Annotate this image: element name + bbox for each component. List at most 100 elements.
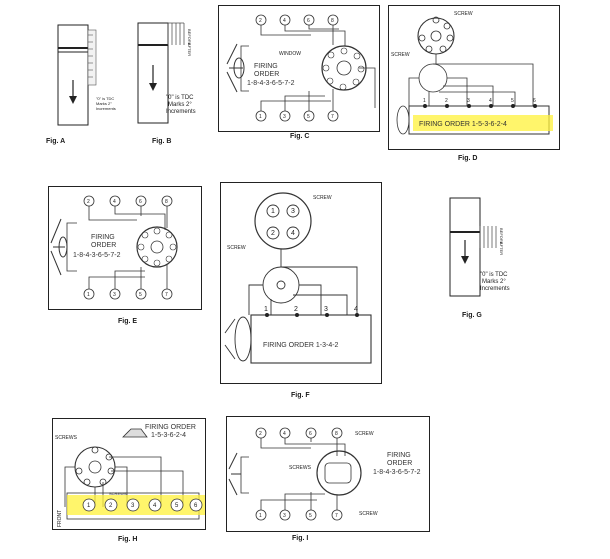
six-cylinder-wiring-diagram-h: SCREWS SCREWS FIRING ORDER 1-5-3-6-2-4 F… — [55, 424, 200, 527]
svg-text:2: 2 — [109, 503, 113, 509]
figure-c-caption: Fig. C — [290, 133, 310, 140]
pulley-diagram-a — [57, 24, 97, 126]
svg-text:3: 3 — [113, 292, 116, 298]
svg-text:1: 1 — [271, 208, 275, 215]
six-cylinder-wiring-diagram-d: 1 2 3 4 5 6 SCREW SCREW — [391, 11, 550, 135]
before-label: BEFORE — [187, 29, 192, 46]
figure-b: BEFORE AFTER "0" is TDC Marks 2° Increme… — [128, 15, 208, 130]
svg-text:4: 4 — [113, 199, 116, 205]
svg-text:5: 5 — [175, 503, 179, 509]
tdc-note-line2: Marks 2° — [482, 279, 506, 285]
screws-top-label: SCREWS — [55, 435, 78, 441]
svg-text:1: 1 — [264, 306, 268, 313]
before-label: BEFORE — [499, 228, 504, 245]
figure-g: BEFORE AFTER "0" is TDC Marks 2° Increme… — [440, 196, 520, 306]
screw-left-label: SCREW — [391, 52, 410, 58]
front-label: FRONT — [57, 510, 63, 527]
screws-mid-label: SCREWS — [289, 465, 312, 471]
tdc-note-line3: Increments — [480, 286, 510, 292]
svg-text:3: 3 — [467, 98, 470, 104]
svg-text:7: 7 — [335, 513, 338, 519]
svg-text:5: 5 — [511, 98, 514, 104]
svg-text:6: 6 — [139, 199, 142, 205]
svg-text:4: 4 — [283, 18, 286, 24]
figure-a-caption: Fig. A — [46, 138, 66, 145]
screw-bottom-label: SCREW — [359, 511, 378, 517]
svg-text:5: 5 — [307, 114, 310, 120]
figure-h-caption: Fig. H — [118, 536, 138, 543]
pulley-diagram-g: BEFORE AFTER "0" is TDC Marks 2° Increme… — [449, 197, 510, 297]
firing-order-text-layer: FIRING ORDER 1-5-3-6-2-4 — [419, 121, 507, 128]
firing-label-line2: 1-5-3-6-2-4 — [151, 432, 186, 439]
figure-b-caption: Fig. B — [152, 138, 172, 145]
figure-e-caption: Fig. E — [118, 318, 138, 325]
after-label: AFTER — [499, 242, 504, 255]
after-label: AFTER — [187, 43, 192, 56]
firing-label-line2: ORDER — [91, 242, 116, 249]
tdc-note-line1: "0" is TDC — [166, 95, 194, 101]
svg-text:5: 5 — [139, 292, 142, 298]
svg-text:4: 4 — [153, 503, 157, 509]
firing-order-f: FIRING ORDER 1-3-4-2 — [263, 342, 339, 349]
window-label: WINDOW — [279, 51, 301, 57]
tdc-note-line1: "0" is TDC — [480, 272, 508, 278]
svg-text:2: 2 — [259, 18, 262, 24]
svg-text:3: 3 — [291, 208, 295, 215]
screw-top-label: SCREW — [355, 431, 374, 437]
svg-text:1: 1 — [87, 292, 90, 298]
firing-label-line1: FIRING — [387, 452, 411, 459]
svg-text:4: 4 — [291, 230, 295, 237]
svg-text:6: 6 — [194, 503, 198, 509]
firing-order-d: FIRING ORDER 1-5-3-6-2-4 — [419, 121, 507, 128]
tdc-note-line2: Marks 2° — [168, 102, 192, 108]
firing-label-line1: FIRING — [254, 63, 278, 70]
figure-i-caption: Fig. I — [292, 535, 309, 542]
svg-text:6: 6 — [533, 98, 536, 104]
svg-text:1: 1 — [259, 114, 262, 120]
figure-c: 2 4 6 8 1 3 5 7 WINDOW FIRING ORDER 1-8-4-3-6-… — [218, 5, 380, 132]
svg-text:2: 2 — [445, 98, 448, 104]
figure-a — [40, 20, 120, 130]
pulley-diagram-b: BEFORE AFTER "0" is TDC Marks 2° Increme… — [137, 22, 196, 124]
svg-text:4: 4 — [489, 98, 492, 104]
svg-text:3: 3 — [283, 513, 286, 519]
svg-text:3: 3 — [283, 114, 286, 120]
firing-order-highlight — [413, 115, 553, 131]
firing-label-line2: ORDER — [387, 460, 412, 467]
svg-text:1: 1 — [87, 503, 91, 509]
firing-label-line2: ORDER — [254, 71, 279, 78]
figure-a-note: "0" is TDC Marks 2° Increments — [96, 96, 116, 111]
firing-order-c: 1-8-4-3-6-5-7-2 — [247, 80, 295, 87]
svg-text:7: 7 — [331, 114, 334, 120]
screw-top-label: SCREW — [313, 195, 332, 201]
firing-label-line1: FIRING ORDER — [145, 424, 196, 431]
svg-text:4: 4 — [283, 431, 286, 437]
screws-low-label: SCREWS — [109, 491, 127, 496]
svg-text:7: 7 — [165, 292, 168, 298]
svg-text:8: 8 — [331, 18, 334, 24]
tdc-note-line3: Increments — [166, 109, 196, 115]
v8-wiring-diagram-c: 2 4 6 8 1 3 5 7 WINDOW FIRING ORDER 1-8-4-3-6-… — [226, 14, 376, 122]
screw-left-label: SCREW — [227, 245, 246, 251]
figure-d: 1 2 3 4 5 6 SCREW SCREW FIRING ORDER 1-5-3-6… — [388, 5, 560, 150]
svg-text:3: 3 — [324, 306, 328, 313]
svg-text:2: 2 — [271, 230, 275, 237]
svg-text:8: 8 — [335, 431, 338, 437]
svg-text:2: 2 — [259, 431, 262, 437]
svg-text:1: 1 — [259, 513, 262, 519]
figure-d-caption: Fig. D — [458, 155, 478, 162]
svg-text:8: 8 — [165, 199, 168, 205]
svg-text:1: 1 — [423, 98, 426, 104]
svg-text:6: 6 — [307, 18, 310, 24]
firing-label-line1: FIRING — [91, 234, 115, 241]
figure-f-caption: Fig. F — [291, 392, 310, 399]
firing-order-e: 1-8-4-3-6-5-7-2 — [73, 252, 121, 259]
firing-order-i: 1-8-4-3-6-5-7-2 — [373, 469, 421, 476]
screw-top-label: SCREW — [454, 11, 473, 17]
